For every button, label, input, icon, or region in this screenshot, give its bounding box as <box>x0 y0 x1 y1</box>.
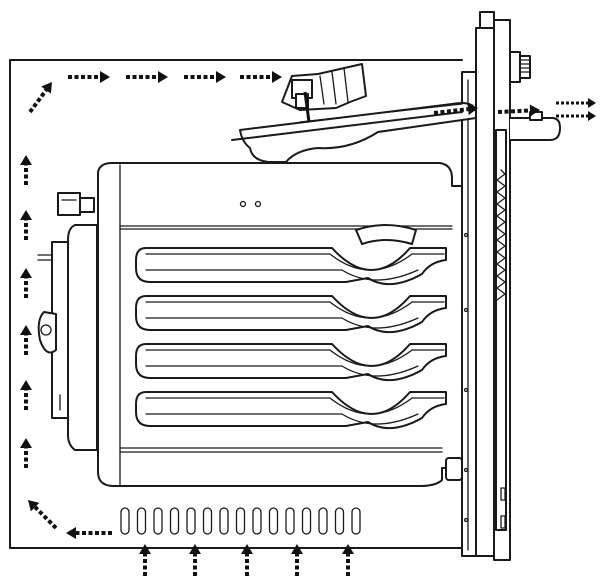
vent-slot <box>186 507 196 535</box>
control-knob <box>509 51 531 83</box>
exhaust-line <box>231 111 463 141</box>
airflow-arrow <box>556 111 596 121</box>
airflow-arrow <box>20 438 32 468</box>
vent-slot <box>219 507 229 535</box>
vent-slot <box>268 507 279 535</box>
vent-slot <box>120 507 130 535</box>
cooling-fan <box>281 63 367 123</box>
airflow-arrow <box>184 71 226 83</box>
door-hinge-spring <box>496 169 506 301</box>
front-door-panel <box>445 11 511 561</box>
airflow-arrow <box>556 98 596 108</box>
vent-slot <box>318 507 328 535</box>
airflow-arrow <box>20 268 32 298</box>
rack-runner <box>135 343 447 381</box>
airflow-arrow <box>291 544 303 576</box>
rack-runner <box>135 295 447 333</box>
vent-slot <box>136 507 147 535</box>
airflow-arrow <box>126 71 168 83</box>
cabinet-niche <box>9 59 471 549</box>
rear-connector <box>57 192 95 216</box>
vent-slot <box>252 507 262 535</box>
airflow-arrow <box>497 104 540 117</box>
airflow-arrow <box>241 544 253 576</box>
airflow-arrow <box>189 544 201 576</box>
airflow-arrow <box>20 210 32 240</box>
rack-runners <box>135 247 447 429</box>
airflow-arrow <box>342 544 354 576</box>
airflow-arrow <box>139 544 151 576</box>
airflow-arrow <box>433 103 478 116</box>
vent-slot <box>202 507 213 535</box>
airflow-arrow <box>28 500 58 530</box>
vent-slot <box>235 507 246 535</box>
airflow-arrow <box>240 71 282 83</box>
door-handle <box>509 111 561 141</box>
airflow-arrow <box>20 380 32 410</box>
airflow-arrow <box>20 325 32 355</box>
vent-slot <box>301 507 312 535</box>
bottom-air-vents <box>120 507 361 535</box>
vent-slot <box>153 507 163 535</box>
airflow-arrow <box>28 82 52 114</box>
rack-runner <box>135 247 447 285</box>
vent-slot <box>285 507 295 535</box>
vent-slot <box>169 507 180 535</box>
vent-slot <box>334 507 345 535</box>
airflow-arrow <box>66 527 112 539</box>
vent-slot <box>351 507 361 535</box>
airflow-arrows <box>20 71 596 576</box>
rear-heater-bracket <box>37 241 69 419</box>
airflow-arrow <box>68 71 110 83</box>
rack-runner <box>135 391 447 429</box>
airflow-arrow <box>20 155 32 185</box>
